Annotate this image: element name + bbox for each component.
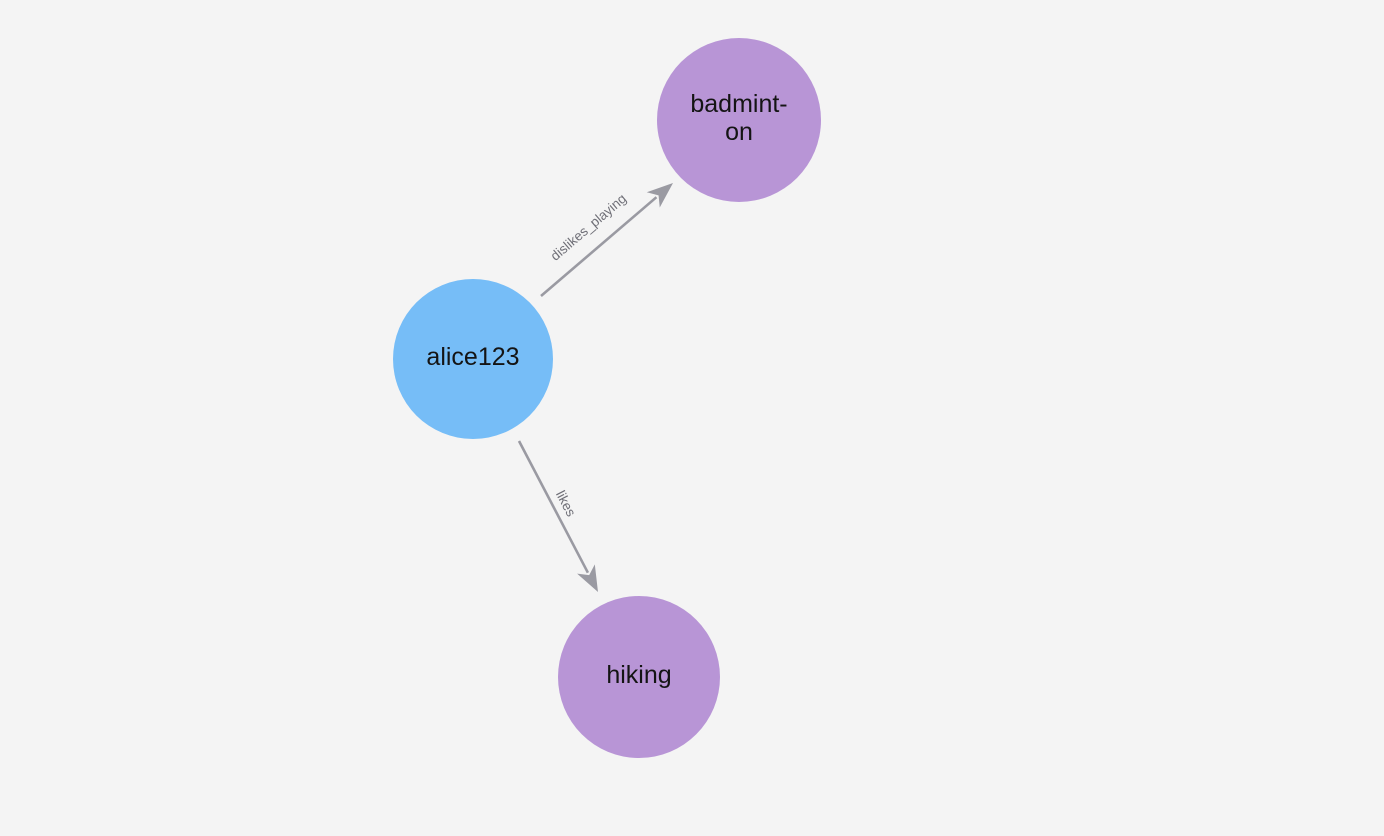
edge-line-likes bbox=[517, 440, 590, 574]
edge-likes[interactable]: likes bbox=[517, 440, 598, 592]
edge-label-dislikes-playing: dislikes_playing bbox=[548, 191, 630, 264]
arrowhead-icon-likes bbox=[577, 564, 598, 592]
graph-node-alice123[interactable]: alice123 bbox=[393, 279, 553, 439]
nodes-layer: badmint-on hiking alice123 bbox=[393, 38, 821, 758]
graph-node-badminton[interactable]: badmint-on bbox=[657, 38, 821, 202]
edge-line-dislikes-playing bbox=[540, 196, 658, 297]
node-circle-hiking[interactable] bbox=[558, 596, 720, 758]
node-circle-alice123[interactable] bbox=[393, 279, 553, 439]
graph-node-hiking[interactable]: hiking bbox=[558, 596, 720, 758]
arrowhead-icon-dislikes-playing bbox=[646, 183, 673, 208]
edge-dislikes-playing[interactable]: dislikes_playing bbox=[540, 183, 673, 297]
node-circle-badminton[interactable] bbox=[657, 38, 821, 202]
